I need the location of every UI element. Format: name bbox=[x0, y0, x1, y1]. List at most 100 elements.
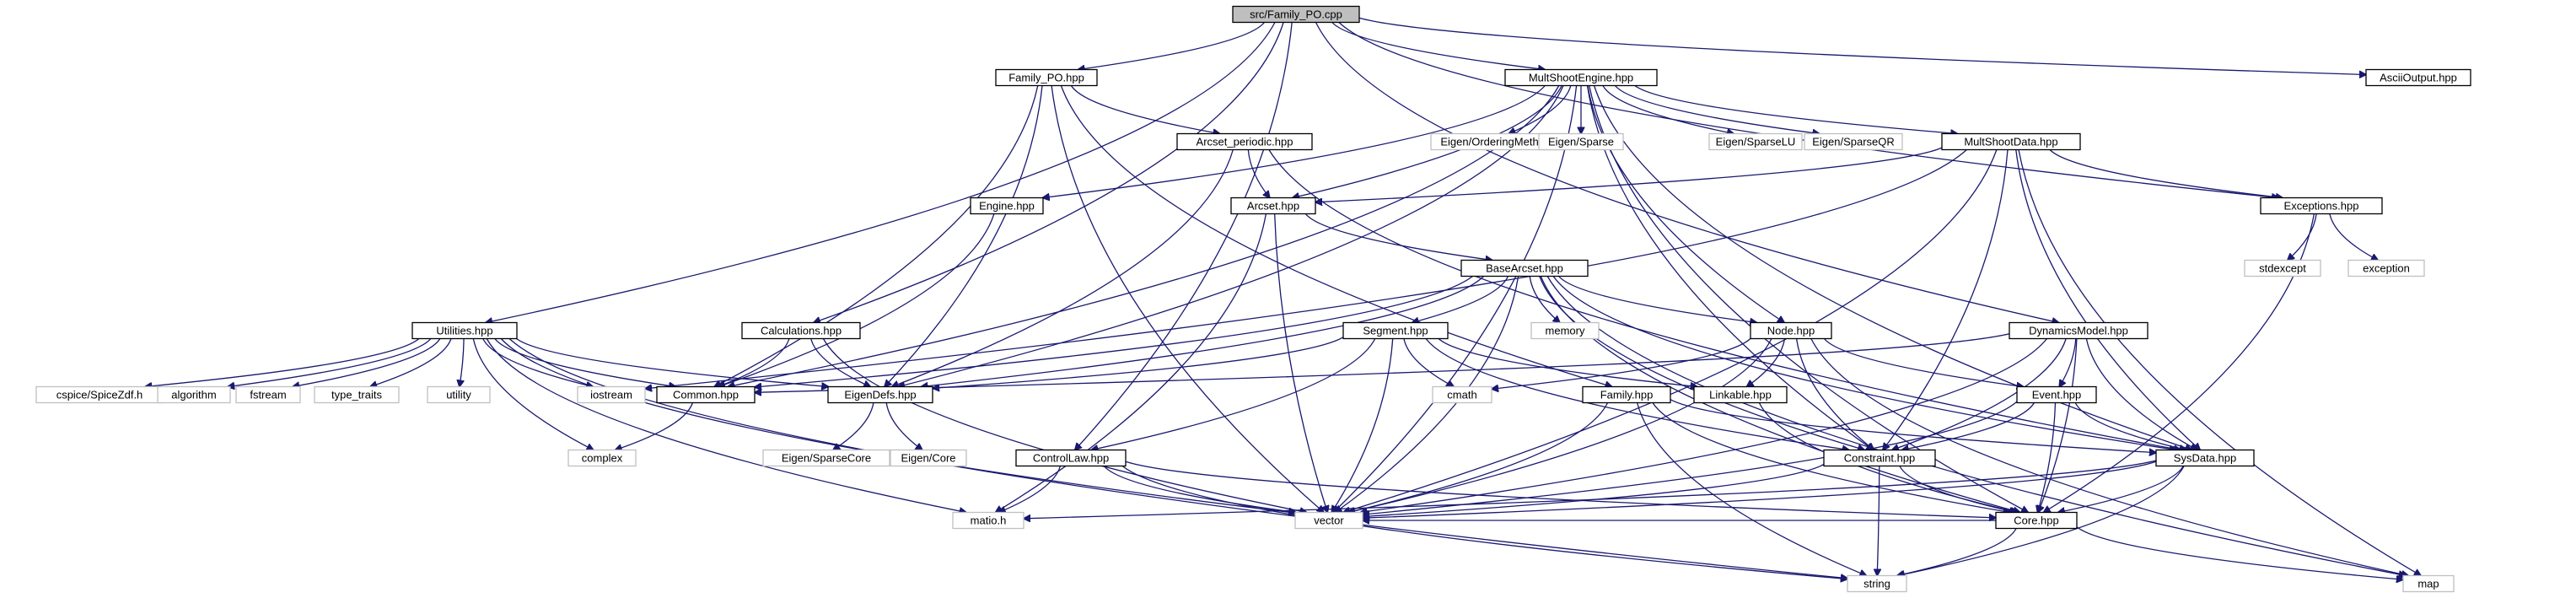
node-box-constraint-hpp bbox=[1823, 449, 1936, 467]
node-label-sysdata-hpp: SysData.hpp bbox=[2174, 451, 2236, 464]
edge-controllaw-hpp-to-string bbox=[1121, 465, 1847, 579]
edge-segment-hpp-to-controllaw-hpp bbox=[1091, 338, 1376, 450]
edge-exceptions-hpp-to-stdexcept bbox=[2288, 213, 2317, 261]
node-label-eigendefs-hpp: EigenDefs.hpp bbox=[844, 388, 916, 401]
edge-event-hpp-to-vector bbox=[1363, 401, 2018, 514]
node-calculations-hpp[interactable]: Calculations.hpp bbox=[741, 321, 861, 340]
edge-multshootengine-hpp-to-eigen-sparselu bbox=[1602, 85, 1734, 134]
edge-multshootengine-hpp-to-engine-hpp bbox=[1043, 85, 1546, 198]
node-label-eigen-sparselu: Eigen/SparseLU bbox=[1716, 135, 1796, 148]
edge-segment-hpp-to-vector bbox=[1331, 338, 1394, 513]
edge-multshootdata-hpp-to-constraint-hpp bbox=[1883, 149, 2009, 450]
edge-node-hpp-to-cmath bbox=[1492, 337, 1751, 389]
node-controllaw-hpp[interactable]: ControlLaw.hpp bbox=[1015, 449, 1127, 467]
edge-basearcset-hpp-to-core-hpp bbox=[1540, 276, 2019, 513]
edge-utilities-hpp-to-spicezdf bbox=[145, 338, 420, 387]
edge-family-hpp-to-string bbox=[1636, 402, 1867, 576]
edge-basearcset-hpp-to-node-hpp bbox=[1558, 276, 1757, 323]
edge-family-po-cpp-to-calculations-hpp bbox=[814, 22, 1284, 323]
node-box-fstream bbox=[235, 385, 301, 404]
edge-multshootdata-hpp-to-map bbox=[2018, 149, 2421, 576]
node-event-hpp[interactable]: Event.hpp bbox=[2016, 385, 2097, 404]
edge-controllaw-hpp-to-core-hpp bbox=[1125, 461, 1996, 518]
node-box-stdexcept bbox=[2244, 259, 2321, 277]
node-box-multshootengine-hpp bbox=[1504, 68, 1658, 87]
node-dynamicsmodel-hpp[interactable]: DynamicsModel.hpp bbox=[2009, 321, 2148, 340]
node-label-controllaw-hpp: ControlLaw.hpp bbox=[1033, 451, 1109, 464]
edge-family-po-cpp-to-exceptions-hpp bbox=[1338, 22, 2278, 198]
edge-family-po-hpp-to-arcset-periodic-hpp bbox=[1070, 85, 1219, 134]
edge-family-po-cpp-to-asciioutput-hpp bbox=[1358, 17, 2366, 74]
node-family-po-hpp[interactable]: Family_PO.hpp bbox=[995, 68, 1098, 87]
node-basearcset-hpp[interactable]: BaseArcset.hpp bbox=[1460, 259, 1589, 277]
node-label-eigen-sparseqr: Eigen/SparseQR bbox=[1812, 135, 1895, 148]
node-arcset-periodic-hpp[interactable]: Arcset_periodic.hpp bbox=[1176, 132, 1313, 151]
edge-core-hpp-to-map bbox=[2076, 526, 2403, 580]
edge-eigendefs-hpp-to-eigen-sparsecore bbox=[833, 402, 874, 450]
node-segment-hpp[interactable]: Segment.hpp bbox=[1342, 321, 1449, 340]
edge-arcset-periodic-hpp-to-arcset-hpp bbox=[1247, 149, 1270, 198]
edge-dynamicsmodel-hpp-to-event-hpp bbox=[2059, 338, 2077, 387]
edge-calculations-hpp-to-vector bbox=[822, 338, 1306, 513]
node-label-multshootdata-hpp: MultShootData.hpp bbox=[1964, 135, 2057, 148]
node-node-hpp[interactable]: Node.hpp bbox=[1750, 321, 1832, 340]
edge-arcset-hpp-to-vector bbox=[1274, 213, 1328, 513]
edge-constraint-hpp-to-core-hpp bbox=[1899, 466, 2016, 513]
node-box-family-po-hpp bbox=[995, 68, 1098, 87]
node-common-hpp[interactable]: Common.hpp bbox=[656, 385, 756, 404]
node-label-stdexcept: stdexcept bbox=[2259, 261, 2306, 274]
edge-arcset-hpp-to-basearcset-hpp bbox=[1304, 213, 1492, 261]
edge-arcset-periodic-hpp-to-sysdata-hpp bbox=[1268, 149, 2181, 450]
edge-node-hpp-to-constraint-hpp bbox=[1795, 338, 1874, 450]
node-linkable-hpp[interactable]: Linkable.hpp bbox=[1693, 385, 1788, 404]
edge-basearcset-hpp-to-map bbox=[1546, 276, 2406, 576]
node-box-eigendefs-hpp bbox=[827, 385, 933, 404]
node-box-common-hpp bbox=[656, 385, 756, 404]
node-sysdata-hpp[interactable]: SysData.hpp bbox=[2155, 449, 2255, 467]
edge-multshootengine-hpp-to-eigen-orderingmethods bbox=[1508, 85, 1572, 134]
edge-node-hpp-to-map bbox=[1810, 338, 2408, 576]
node-label-family-hpp: Family.hpp bbox=[1600, 388, 1654, 401]
node-box-cmath bbox=[1432, 385, 1492, 404]
node-multshootdata-hpp[interactable]: MultShootData.hpp bbox=[1941, 132, 2081, 151]
node-box-sysdata-hpp bbox=[2155, 449, 2255, 467]
edge-utilities-hpp-to-eigendefs-hpp bbox=[516, 337, 829, 387]
node-label-common-hpp: Common.hpp bbox=[673, 388, 739, 401]
edge-arcset-hpp-to-matio-h bbox=[996, 213, 1267, 513]
edge-exceptions-hpp-to-core-hpp bbox=[2044, 213, 2315, 513]
edge-dynamicsmodel-hpp-to-common-hpp bbox=[755, 333, 2010, 393]
edge-utilities-hpp-to-algorithm bbox=[228, 338, 432, 387]
node-box-exceptions-hpp bbox=[2260, 197, 2383, 215]
edge-family-po-hpp-to-family-hpp bbox=[1060, 85, 1611, 387]
node-box-family-hpp bbox=[1582, 385, 1671, 404]
node-exceptions-hpp[interactable]: Exceptions.hpp bbox=[2260, 197, 2383, 215]
node-label-eigen-sparse: Eigen/Sparse bbox=[1548, 135, 1614, 148]
node-label-eigen-core: Eigen/Core bbox=[901, 451, 955, 464]
node-eigendefs-hpp[interactable]: EigenDefs.hpp bbox=[827, 385, 933, 404]
node-arcset-hpp[interactable]: Arcset.hpp bbox=[1230, 197, 1316, 215]
edge-controllaw-hpp-to-matio-h bbox=[999, 466, 1062, 513]
node-box-complex bbox=[567, 449, 637, 467]
node-multshootengine-hpp[interactable]: MultShootEngine.hpp bbox=[1504, 68, 1658, 87]
node-cmath: cmath bbox=[1432, 385, 1492, 404]
node-map: map bbox=[2402, 574, 2455, 593]
edge-dynamicsmodel-hpp-to-vector bbox=[1361, 338, 2048, 513]
node-type-traits: type_traits bbox=[314, 385, 400, 404]
node-box-type-traits bbox=[314, 385, 400, 404]
node-box-linkable-hpp bbox=[1693, 385, 1788, 404]
edge-family-po-cpp-to-family-po-hpp bbox=[1078, 22, 1266, 70]
node-asciioutput-hpp[interactable]: AsciiOutput.hpp bbox=[2365, 68, 2471, 87]
node-family-po-cpp[interactable]: src/Family_PO.cpp bbox=[1232, 5, 1360, 24]
edge-event-hpp-to-constraint-hpp bbox=[1902, 402, 2035, 450]
node-box-eigen-sparseqr bbox=[1804, 132, 1903, 151]
node-constraint-hpp[interactable]: Constraint.hpp bbox=[1823, 449, 1936, 467]
node-utilities-hpp[interactable]: Utilities.hpp bbox=[411, 321, 518, 340]
node-family-hpp[interactable]: Family.hpp bbox=[1582, 385, 1671, 404]
node-engine-hpp[interactable]: Engine.hpp bbox=[970, 197, 1044, 215]
edge-segment-hpp-to-cmath bbox=[1403, 338, 1454, 387]
edge-family-po-cpp-to-controllaw-hpp bbox=[1075, 22, 1293, 450]
node-box-multshootdata-hpp bbox=[1941, 132, 2081, 151]
node-core-hpp[interactable]: Core.hpp bbox=[1995, 511, 2078, 530]
